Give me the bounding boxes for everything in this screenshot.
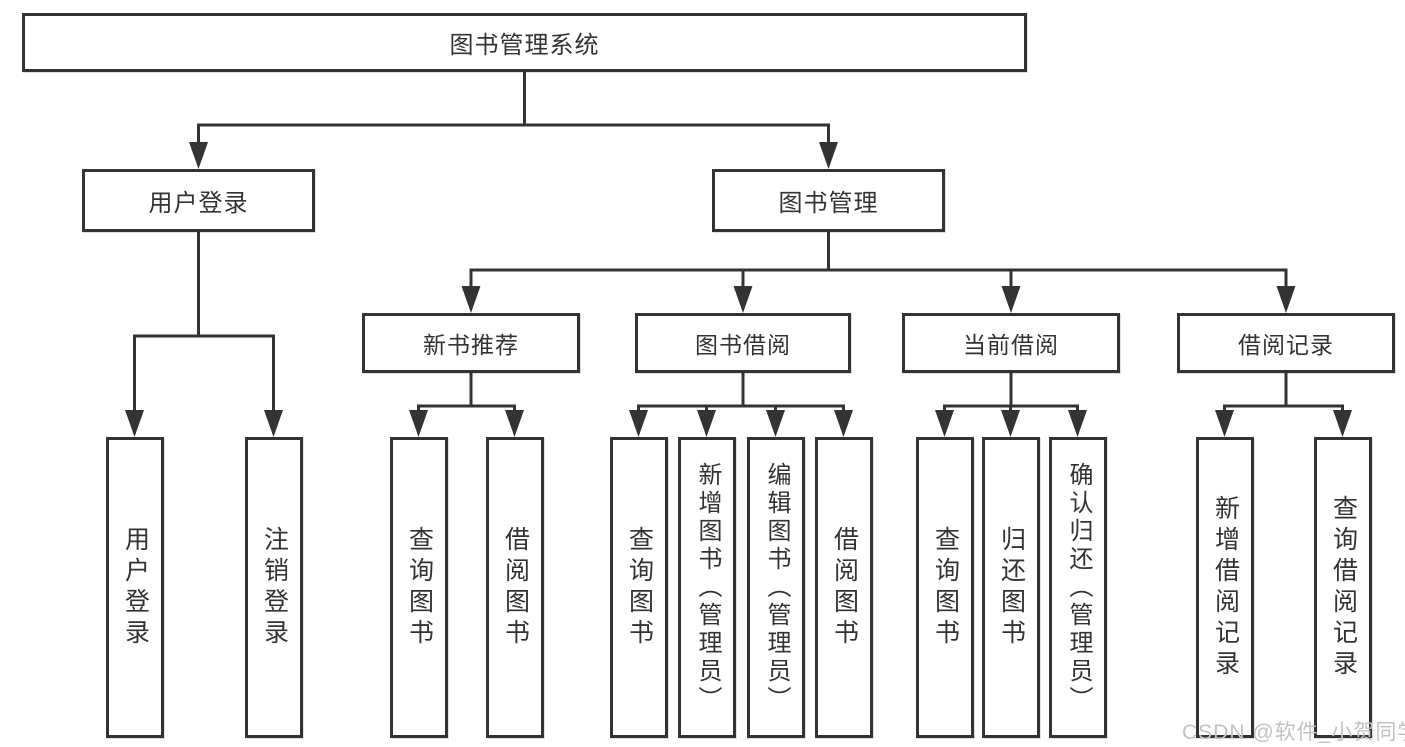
- arrowhead: [766, 410, 785, 437]
- connector-book-management-branch: [461, 232, 1296, 313]
- node-current-borrowing: 当前借阅: [902, 313, 1120, 373]
- node-library-management-system: 图书管理系统: [22, 13, 1027, 72]
- arrowhead: [264, 410, 283, 437]
- arrowhead: [629, 410, 648, 437]
- connector-root-branch: [189, 72, 838, 169]
- arrowhead: [505, 410, 524, 437]
- node-book-borrowing: 图书借阅: [635, 313, 851, 373]
- arrowhead: [461, 286, 481, 313]
- arrowhead: [125, 410, 144, 437]
- arrowhead: [1001, 410, 1020, 437]
- arrowhead: [1001, 286, 1021, 313]
- leaf-borrow-books-recommend: 借阅图书: [486, 437, 544, 738]
- leaf-confirm-return-admin: 确认归还（管理员）: [1049, 437, 1107, 738]
- arrowhead: [935, 410, 954, 437]
- connector-book-borrowing-branch: [629, 373, 853, 437]
- leaf-add-borrow-record: 新增借阅记录: [1196, 437, 1254, 738]
- connector-user-login-branch: [125, 232, 283, 437]
- leaf-user-login: 用户登录: [106, 437, 164, 738]
- arrowhead: [697, 410, 716, 437]
- leaf-query-borrow-record: 查询借阅记录: [1314, 437, 1372, 738]
- leaf-edit-books-admin: 编辑图书（管理员）: [747, 437, 805, 738]
- node-new-book-recommend: 新书推荐: [362, 313, 580, 373]
- leaf-borrow-books-borrowing: 借阅图书: [815, 437, 873, 738]
- node-borrow-records: 借阅记录: [1177, 313, 1395, 373]
- arrowhead: [733, 286, 753, 313]
- leaf-query-books-recommend: 查询图书: [390, 437, 448, 738]
- connector-current-borrowing-branch: [935, 373, 1087, 437]
- arrowhead: [1068, 410, 1087, 437]
- leaf-query-books-current: 查询图书: [916, 437, 974, 738]
- leaf-logout: 注销登录: [245, 437, 303, 738]
- arrowhead: [189, 142, 208, 169]
- node-user-login: 用户登录: [82, 169, 315, 232]
- connector-new-book-branch: [409, 373, 524, 437]
- csdn-watermark: CSDN @软件_小贺同学: [1182, 721, 1405, 744]
- leaf-return-books: 归还图书: [982, 437, 1040, 738]
- arrowhead: [834, 410, 853, 437]
- node-book-management: 图书管理: [712, 169, 945, 232]
- leaf-query-books-borrowing: 查询图书: [610, 437, 668, 738]
- connector-borrow-records-branch: [1215, 373, 1352, 437]
- arrowhead: [819, 142, 838, 169]
- arrowhead: [409, 410, 428, 437]
- arrowhead: [1276, 286, 1296, 313]
- leaf-add-books-admin: 新增图书（管理员）: [678, 437, 736, 738]
- arrowhead: [1215, 410, 1234, 437]
- arrowhead: [1333, 410, 1352, 437]
